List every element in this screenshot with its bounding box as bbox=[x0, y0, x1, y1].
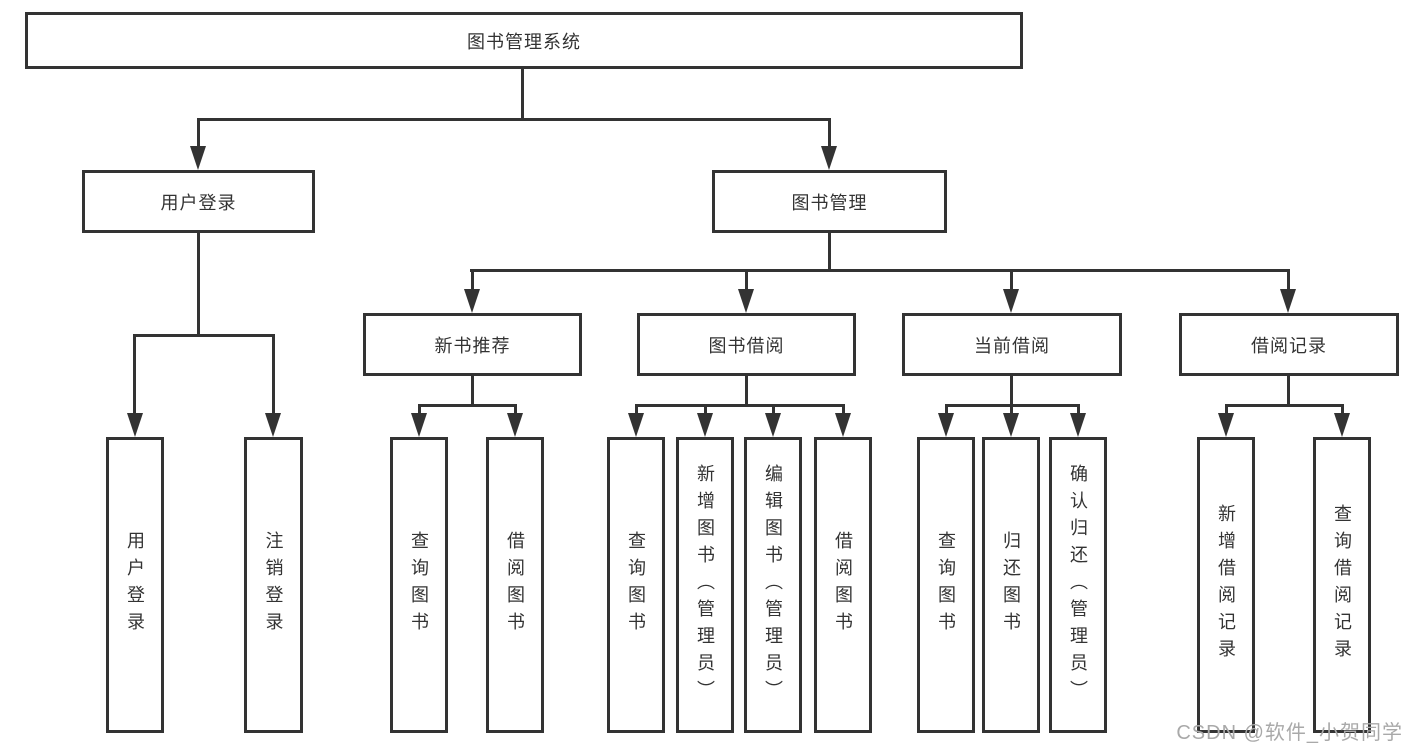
arrowhead-down-icon bbox=[821, 146, 837, 170]
leaf-confirm-return-admin: 确认归还（管理员） bbox=[1049, 437, 1107, 733]
connector-root-stem bbox=[521, 69, 524, 121]
node-user-login-label: 用户登录 bbox=[160, 192, 237, 213]
leaf-return-books: 归还图书 bbox=[982, 437, 1040, 733]
leaf-borrow-books-borrowing-label: 借阅图书 bbox=[833, 531, 853, 639]
connector-records-drop-2 bbox=[1341, 404, 1344, 416]
connector-recommend-hbar bbox=[418, 404, 517, 407]
node-borrowing-records: 借阅记录 bbox=[1179, 313, 1399, 376]
leaf-borrow-books-recommend: 借阅图书 bbox=[486, 437, 544, 733]
connector-borrowing-drop-2 bbox=[704, 404, 707, 416]
connector-borrowing-drop-1 bbox=[635, 404, 638, 416]
connector-records-drop-1 bbox=[1225, 404, 1228, 416]
arrowhead-down-icon bbox=[464, 289, 480, 313]
leaf-edit-book-admin-label: 编辑图书（管理员） bbox=[763, 463, 783, 707]
connector-recommend-drop-1 bbox=[418, 404, 421, 416]
connector-current-stem bbox=[1010, 376, 1013, 406]
connector-bookmgmt-hbar bbox=[470, 269, 1290, 272]
connector-userlogin-hbar bbox=[133, 334, 275, 337]
leaf-add-book-admin: 新增图书（管理员） bbox=[676, 437, 734, 733]
leaf-borrow-books-recommend-label: 借阅图书 bbox=[505, 531, 525, 639]
node-user-login: 用户登录 bbox=[82, 170, 315, 233]
connector-borrowing-stem bbox=[745, 376, 748, 406]
leaf-query-books-recommend-label: 查询图书 bbox=[409, 531, 429, 639]
connector-bookmgmt-drop-4 bbox=[1287, 269, 1290, 293]
connector-userlogin-drop-2 bbox=[272, 334, 275, 416]
arrowhead-down-icon bbox=[1003, 413, 1019, 437]
leaf-add-book-admin-label: 新增图书（管理员） bbox=[695, 463, 715, 707]
leaf-query-books-recommend: 查询图书 bbox=[390, 437, 448, 733]
node-book-management: 图书管理 bbox=[712, 170, 947, 233]
arrowhead-down-icon bbox=[507, 413, 523, 437]
node-current-borrowing-label: 当前借阅 bbox=[974, 335, 1050, 356]
leaf-query-borrow-record-label: 查询借阅记录 bbox=[1332, 504, 1352, 666]
connector-borrowing-drop-3 bbox=[772, 404, 775, 416]
arrowhead-down-icon bbox=[1334, 413, 1350, 437]
leaf-add-borrow-record: 新增借阅记录 bbox=[1197, 437, 1255, 733]
connector-root-hbar bbox=[197, 118, 831, 121]
node-book-borrowing-label: 图书借阅 bbox=[708, 335, 785, 356]
leaf-query-books-borrowing: 查询图书 bbox=[607, 437, 665, 733]
arrowhead-down-icon bbox=[1003, 289, 1019, 313]
node-book-borrowing: 图书借阅 bbox=[637, 313, 856, 376]
arrowhead-down-icon bbox=[835, 413, 851, 437]
connector-recommend-stem bbox=[471, 376, 474, 406]
arrowhead-down-icon bbox=[1280, 289, 1296, 313]
connector-borrowing-drop-4 bbox=[842, 404, 845, 416]
leaf-edit-book-admin: 编辑图书（管理员） bbox=[744, 437, 802, 733]
connector-records-stem bbox=[1287, 376, 1290, 406]
node-book-management-label: 图书管理 bbox=[791, 192, 868, 213]
connector-current-drop-3 bbox=[1077, 404, 1080, 416]
connector-current-drop-1 bbox=[945, 404, 948, 416]
connector-userlogin-stem bbox=[197, 233, 200, 337]
leaf-query-books-current: 查询图书 bbox=[917, 437, 975, 733]
connector-borrowing-hbar bbox=[635, 404, 845, 407]
arrowhead-down-icon bbox=[738, 289, 754, 313]
arrowhead-down-icon bbox=[765, 413, 781, 437]
connector-bookmgmt-stem bbox=[828, 233, 831, 272]
connector-records-hbar bbox=[1225, 404, 1344, 407]
node-new-book-recommend: 新书推荐 bbox=[363, 313, 582, 376]
arrowhead-down-icon bbox=[265, 413, 281, 437]
connector-recommend-drop-2 bbox=[514, 404, 517, 416]
arrowhead-down-icon bbox=[1070, 413, 1086, 437]
leaf-query-books-borrowing-label: 查询图书 bbox=[626, 531, 646, 639]
arrowhead-down-icon bbox=[1218, 413, 1234, 437]
node-root: 图书管理系统 bbox=[25, 12, 1023, 69]
connector-current-drop-2 bbox=[1010, 404, 1013, 416]
leaf-user-login: 用户登录 bbox=[106, 437, 164, 733]
leaf-logout-login-label: 注销登录 bbox=[263, 531, 284, 639]
node-new-book-recommend-label: 新书推荐 bbox=[434, 335, 511, 356]
node-current-borrowing: 当前借阅 bbox=[902, 313, 1122, 376]
arrowhead-down-icon bbox=[628, 413, 644, 437]
connector-bookmgmt-drop-2 bbox=[745, 269, 748, 293]
node-root-label: 图书管理系统 bbox=[467, 31, 581, 52]
connector-root-drop-right bbox=[828, 118, 831, 152]
arrowhead-down-icon bbox=[697, 413, 713, 437]
leaf-return-books-label: 归还图书 bbox=[1001, 531, 1021, 639]
arrowhead-down-icon bbox=[938, 413, 954, 437]
leaf-user-login-label: 用户登录 bbox=[125, 531, 145, 639]
leaf-add-borrow-record-label: 新增借阅记录 bbox=[1216, 504, 1236, 666]
arrowhead-down-icon bbox=[411, 413, 427, 437]
connector-bookmgmt-drop-3 bbox=[1010, 269, 1013, 293]
arrowhead-down-icon bbox=[127, 413, 143, 437]
connector-bookmgmt-drop-1 bbox=[471, 269, 474, 293]
connector-userlogin-drop-1 bbox=[133, 334, 136, 416]
leaf-borrow-books-borrowing: 借阅图书 bbox=[814, 437, 872, 733]
leaf-query-books-current-label: 查询图书 bbox=[936, 531, 956, 639]
connector-root-drop-left bbox=[197, 118, 200, 152]
arrowhead-down-icon bbox=[190, 146, 206, 170]
leaf-query-borrow-record: 查询借阅记录 bbox=[1313, 437, 1371, 733]
leaf-confirm-return-admin-label: 确认归还（管理员） bbox=[1068, 463, 1088, 707]
leaf-logout-login: 注销登录 bbox=[244, 437, 303, 733]
node-borrowing-records-label: 借阅记录 bbox=[1251, 335, 1327, 356]
csdn-watermark: CSDN @软件_小贺同学 bbox=[1176, 722, 1403, 744]
